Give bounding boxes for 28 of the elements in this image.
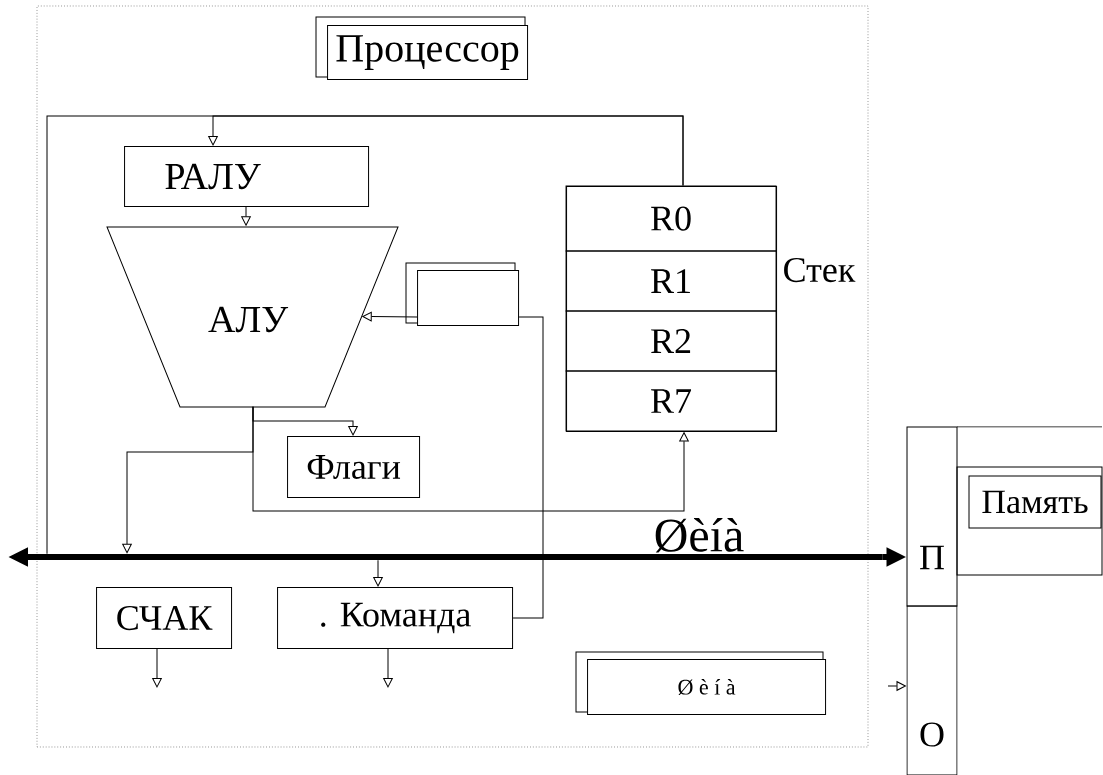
bus-box: Ø è í à	[575, 651, 827, 716]
register-box: РАЛУ	[124, 146, 370, 208]
connector-line	[512, 316, 544, 619]
title-box: Процессор	[315, 16, 529, 81]
memory-cell: О	[906, 605, 958, 775]
connector-line	[46, 115, 684, 555]
counter-box: СЧАК	[96, 587, 233, 650]
register-cell: R7	[565, 370, 777, 432]
register-block	[405, 262, 520, 327]
memory-cell: П	[906, 426, 958, 607]
memory-box: Память	[968, 475, 1102, 529]
arrow	[252, 406, 689, 512]
register-cell: R1	[565, 250, 777, 312]
arrow	[383, 648, 393, 688]
command-box: . Команда	[277, 587, 514, 650]
register-cell: R2	[565, 310, 777, 372]
flags-box: Флаги	[287, 436, 421, 499]
arrow	[362, 311, 418, 322]
bus-bar: Øèíà	[28, 517, 882, 560]
node-label: Стек	[784, 257, 856, 283]
arrow	[241, 206, 251, 226]
arrow	[373, 559, 383, 587]
alu-trapezoid: АЛУ	[106, 226, 399, 408]
processor-frame	[36, 5, 869, 748]
register-cell: R0	[565, 185, 777, 252]
node-label: Øèíà	[655, 517, 744, 553]
arrow	[887, 681, 906, 691]
arrow	[152, 648, 162, 688]
